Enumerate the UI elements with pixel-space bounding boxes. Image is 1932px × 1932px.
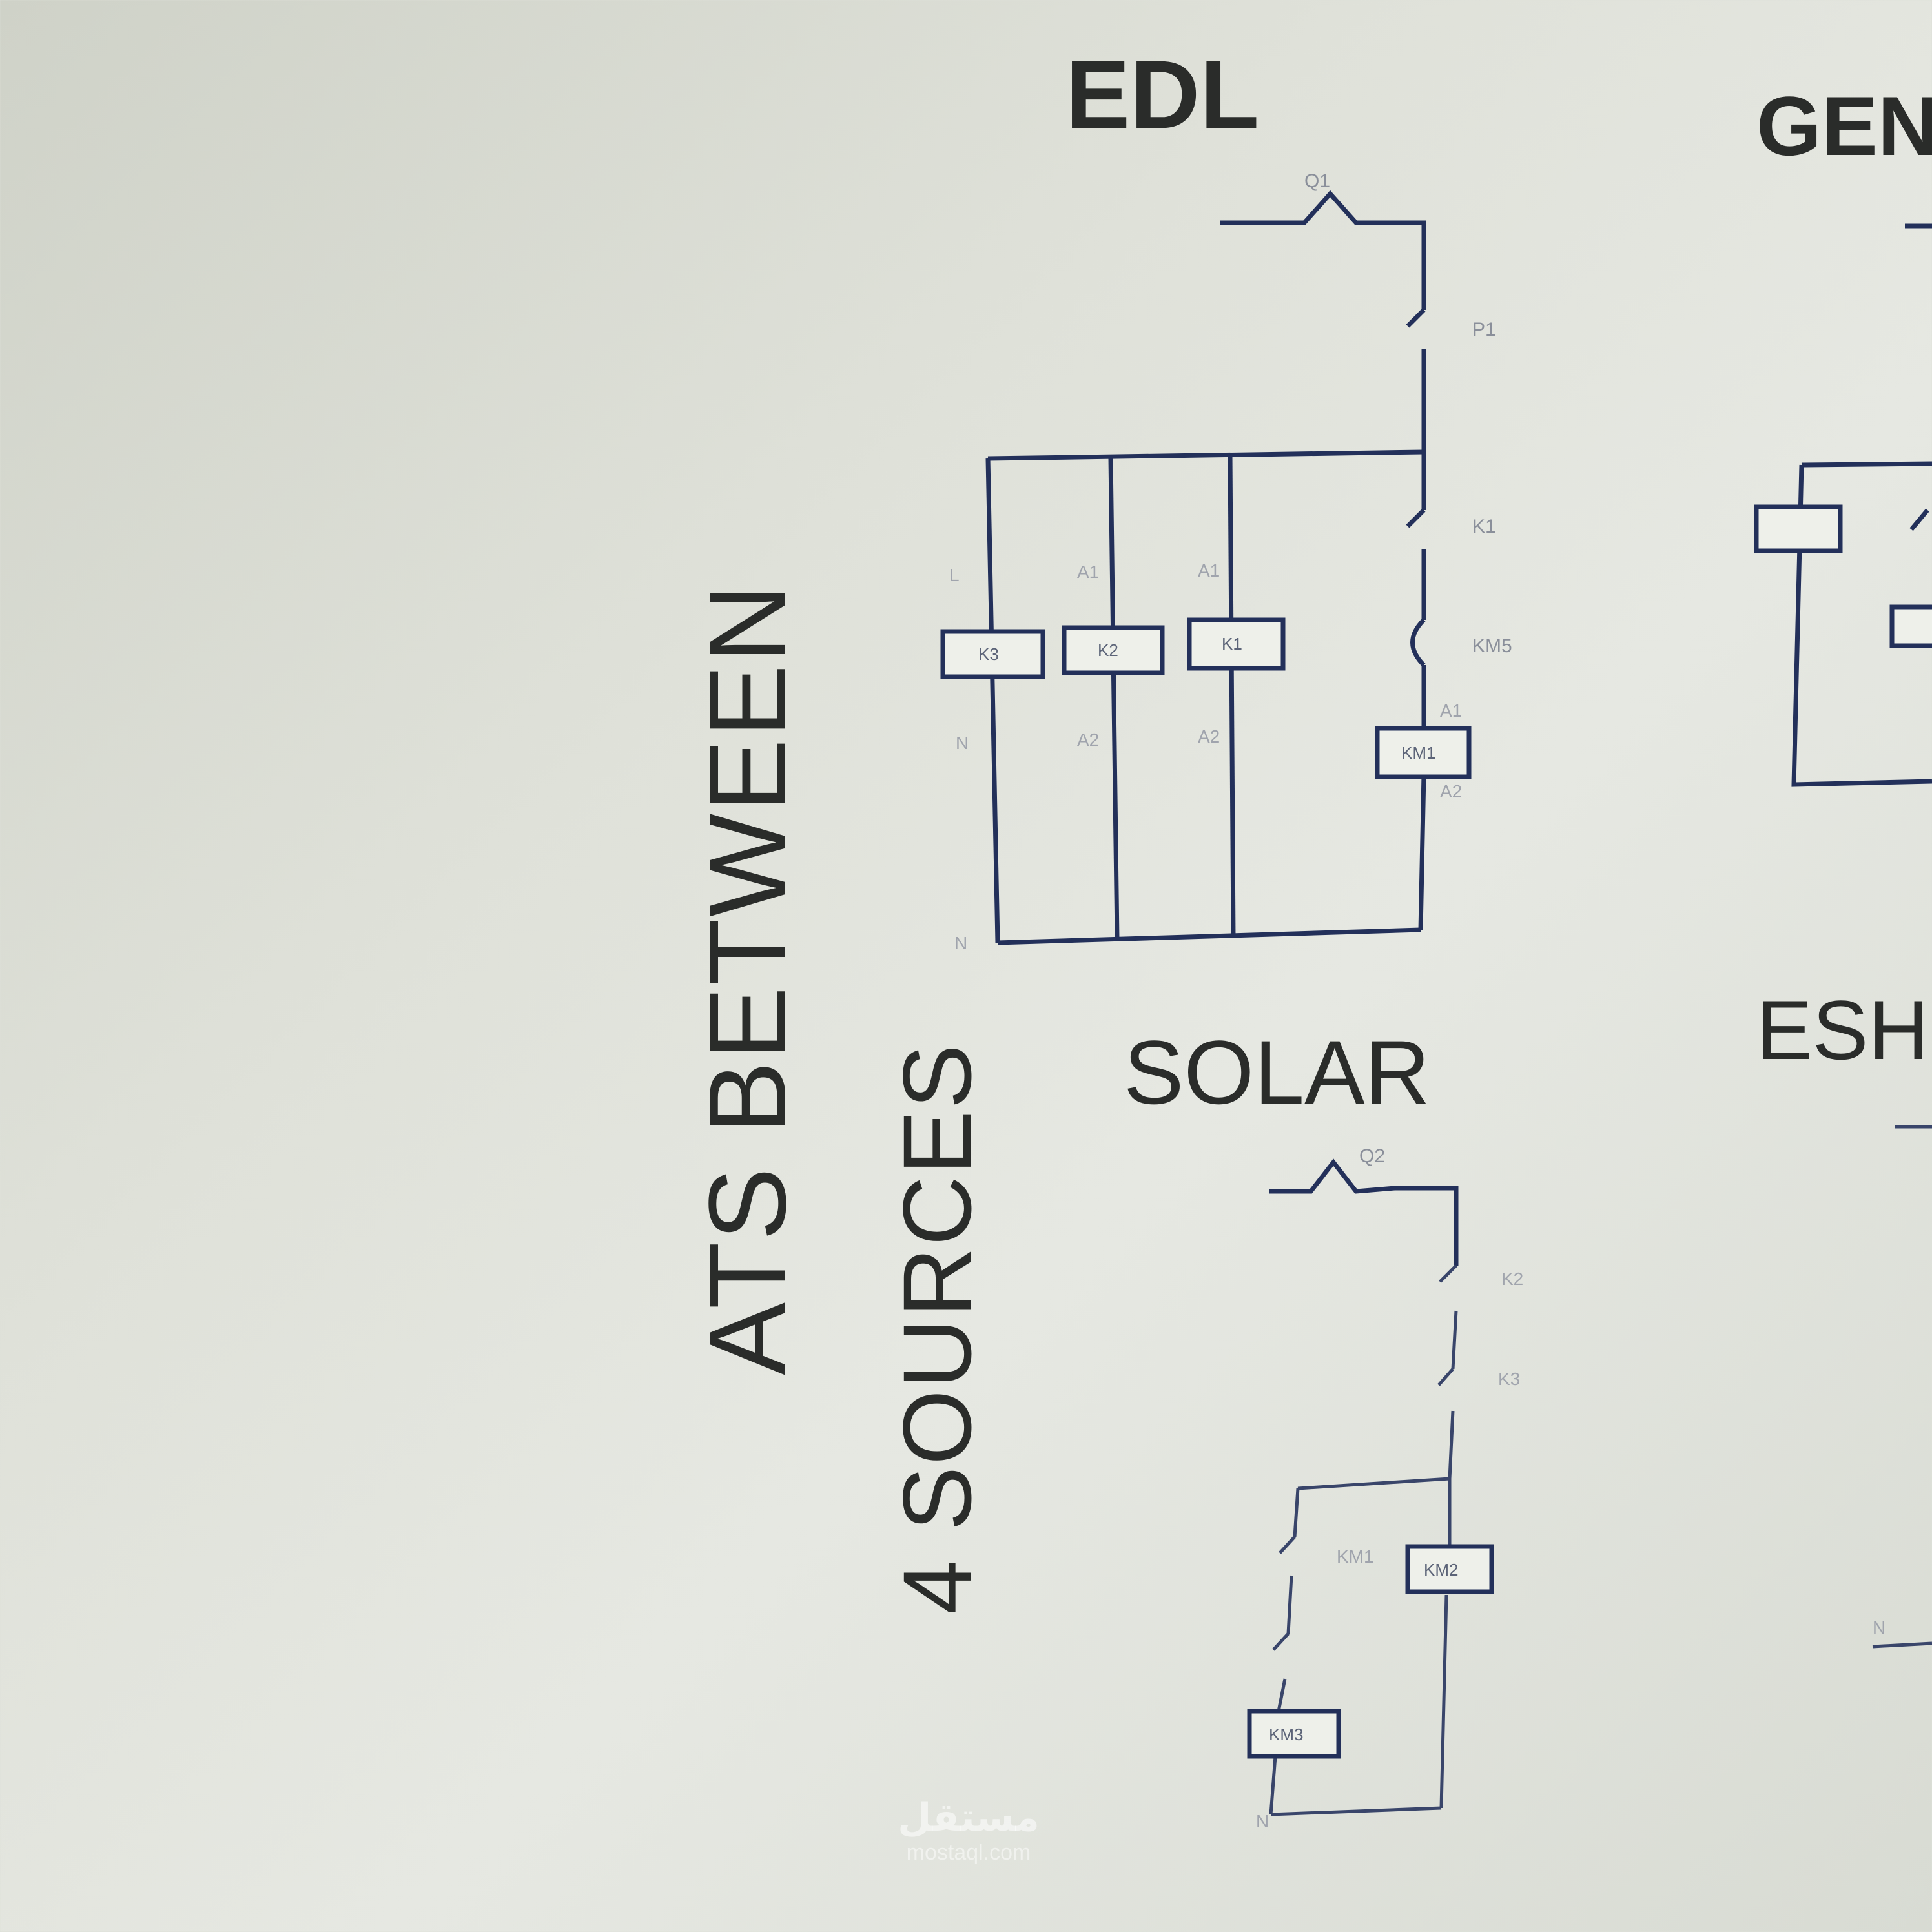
edl-contact-k1-label: K1 — [1472, 516, 1496, 537]
edl-circuit: Q1 P1 K1 KM5 K3 K2 K1 KM1 — [940, 170, 1512, 953]
edl-section-title: EDL — [1065, 40, 1259, 149]
edl-terminal-a2-km1: A2 — [1440, 781, 1462, 801]
solar-left-branch — [1269, 1488, 1300, 1815]
watermark-latin: mostaql.com — [906, 1840, 1031, 1865]
edl-coil-k3-label: K3 — [978, 644, 999, 664]
edl-branch-3 — [1228, 455, 1236, 937]
solar-bottom-bus — [1270, 1806, 1442, 1816]
edl-contact-km5-label: KM5 — [1472, 635, 1512, 657]
edl-coil-k1 — [1187, 617, 1286, 671]
watermark-arabic: مستقل — [898, 1796, 1040, 1839]
edl-coil-k3 — [940, 629, 1045, 679]
edl-terminal-a2-k1: A2 — [1198, 726, 1220, 746]
edl-breaker-label: Q1 — [1304, 170, 1330, 192]
esh-circuit: N — [1872, 1125, 1932, 1649]
edl-coil-k2 — [1062, 625, 1165, 675]
solar-contact-k3-label: K3 — [1498, 1369, 1520, 1389]
solar-right-branch — [1439, 1479, 1452, 1809]
edl-bottom-bus — [997, 927, 1421, 945]
edl-terminal-n-lower: N — [954, 933, 967, 953]
solar-breaker-label: Q2 — [1359, 1146, 1385, 1167]
edl-coil-k2-label: K2 — [1098, 641, 1118, 660]
solar-left-contact-1 — [1279, 1536, 1296, 1554]
solar-circuit: Q2 K2 K3 KM1 KM2 KM3 N — [1247, 1146, 1523, 1831]
edl-right-branch — [1418, 452, 1426, 930]
edl-contact-p1 — [1406, 308, 1426, 452]
edl-top-bus — [987, 449, 1424, 461]
solar-contact-k3 — [1437, 1368, 1455, 1479]
edl-coil-km1 — [1375, 726, 1472, 779]
solar-terminal-n: N — [1256, 1811, 1269, 1831]
gen-coil-right — [1889, 604, 1932, 648]
solar-supply-wire — [1269, 1158, 1459, 1266]
gen-section-title: GEN — [1756, 79, 1932, 173]
edl-terminal-a1-k2: A1 — [1077, 562, 1099, 582]
gen-bus — [1791, 461, 1932, 787]
solar-coil-km2-label: KM2 — [1424, 1560, 1458, 1579]
esh-bottom-wire — [1872, 1641, 1932, 1649]
edl-terminal-a1-km1: A1 — [1440, 701, 1462, 721]
solar-coil-km3 — [1247, 1709, 1341, 1759]
watermark-logo: مستقل mostaql.com — [852, 1795, 1085, 1865]
edl-contact-km5 — [1410, 618, 1426, 667]
esh-section-title: ESH — [1756, 983, 1929, 1077]
solar-top-bus — [1297, 1477, 1450, 1490]
edl-terminal-a1-k1: A1 — [1198, 560, 1220, 581]
esh-terminal-n: N — [1873, 1618, 1886, 1638]
edl-supply-wire — [1220, 190, 1426, 310]
edl-contact-p1-label: P1 — [1472, 319, 1496, 340]
gen-coil-left — [1754, 504, 1843, 553]
edl-coil-km1-label: KM1 — [1401, 743, 1435, 763]
edl-terminal-l: L — [949, 565, 960, 585]
edl-branch-1 — [985, 458, 1000, 943]
solar-left-contact-2 — [1272, 1632, 1290, 1651]
gen-contact — [1909, 508, 1929, 531]
solar-coil-km2 — [1405, 1544, 1494, 1594]
solar-coil-km3-label: KM3 — [1269, 1725, 1303, 1744]
edl-contact-k1 — [1406, 508, 1426, 528]
solar-contact-k2-label: K2 — [1501, 1269, 1523, 1289]
gen-circuit — [1754, 223, 1932, 787]
edl-terminal-a2-k2: A2 — [1077, 730, 1099, 750]
solar-section-title: SOLAR — [1124, 1022, 1430, 1123]
edl-coil-k1-label: K1 — [1222, 634, 1242, 653]
edl-terminal-n-upper: N — [956, 733, 969, 753]
solar-contact-k2 — [1439, 1264, 1458, 1370]
edl-branch-2 — [1108, 458, 1120, 940]
solar-contact-km1-label: KM1 — [1337, 1547, 1374, 1567]
